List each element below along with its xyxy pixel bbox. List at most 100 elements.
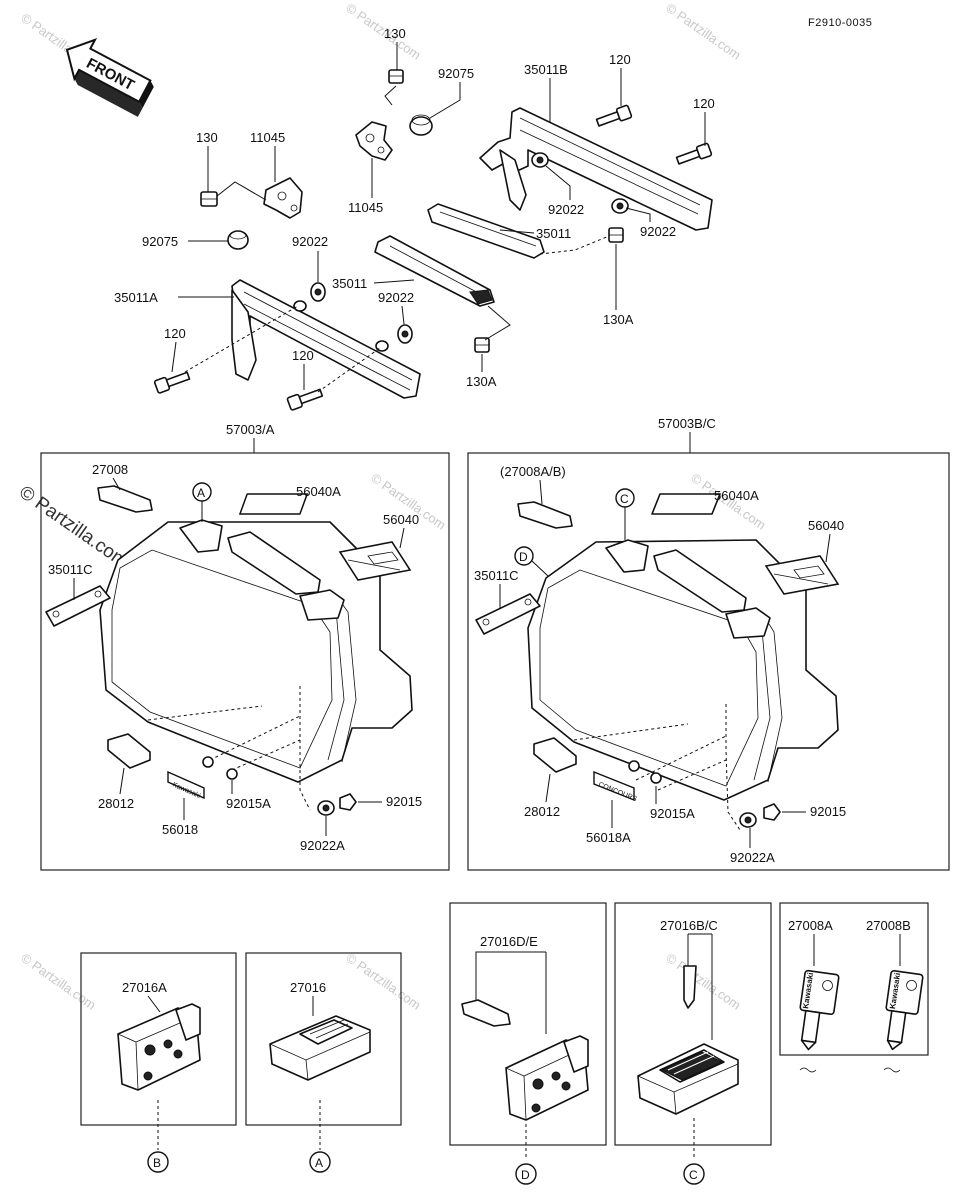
plate-35011-right — [427, 203, 545, 259]
label-27016de: 27016D/E — [480, 934, 538, 949]
label-56040a-right: 56040A — [714, 488, 759, 503]
watermark: © Partzilla.com — [663, 0, 743, 63]
label-92015-right: 92015 — [810, 804, 846, 819]
callout-d-text: D — [519, 550, 528, 564]
lock-27016a-panel: 27016A B — [80, 952, 237, 1173]
diagram-ref-code: F2910-0035 — [808, 17, 872, 29]
watermark: © Partzilla.com — [663, 950, 743, 1013]
bolt-130-left — [200, 191, 218, 207]
bracket-35011b-leg — [499, 149, 527, 211]
label-130a-right: 130A — [603, 312, 634, 327]
watermark: © Partzilla.com — [343, 950, 423, 1013]
label-35011b: 35011B — [524, 62, 568, 77]
label-35011c-right: 35011C — [474, 568, 519, 583]
label-28012-right: 28012 — [524, 804, 560, 819]
label-35011a: 35011A — [114, 290, 158, 305]
key-blank-27016de — [461, 999, 511, 1027]
key-27008a: Kawasaki — [799, 969, 840, 1051]
reflector-28012-left — [107, 733, 151, 769]
nut-92015a-left — [202, 756, 238, 780]
label-92075-left: 92075 — [142, 234, 178, 249]
label-92015-left: 92015 — [386, 794, 422, 809]
label-92075-top: 92075 — [438, 66, 474, 81]
label-120-top-b: 120 — [693, 96, 715, 111]
nut-92015a-right — [628, 760, 662, 784]
bolt-120-top-a — [595, 104, 633, 127]
callout-a-text: A — [197, 486, 205, 500]
callout-d-bottom-text: D — [521, 1168, 530, 1182]
washer-92022-l2 — [397, 324, 413, 344]
label-28012-left: 28012 — [98, 796, 134, 811]
label-56018a: 56018A — [586, 830, 631, 845]
callout-c-bottom: C — [683, 1163, 705, 1185]
decal-56040a-left — [239, 493, 309, 515]
label-35011-right: 35011 — [536, 226, 571, 241]
label-56018: 56018 — [162, 822, 198, 837]
bracket-35011a-leg — [231, 289, 257, 381]
key-blank-27008 — [97, 485, 153, 513]
saddlebag-left — [99, 521, 413, 783]
label-27008ab: (27008A/B) — [500, 464, 566, 479]
saddlebag-left-panel: 57003/A Kawasa — [40, 422, 450, 871]
watermark: © Partzilla.com — [18, 950, 98, 1013]
lock-27016a — [117, 1007, 201, 1091]
callout-b-text: B — [153, 1156, 161, 1170]
label-27016bc: 27016B/C — [660, 918, 718, 933]
label-57003bc: 57003B/C — [658, 416, 716, 431]
callout-c-text: C — [620, 492, 629, 506]
callout-d-right: D — [514, 546, 549, 577]
bolt-130a-right — [608, 227, 624, 243]
label-120-top-a: 120 — [609, 52, 631, 67]
label-27016: 27016 — [290, 980, 326, 995]
label-120-bottom-b: 120 — [292, 348, 314, 363]
label-92022-l1: 92022 — [292, 234, 328, 249]
top-labels: 130 92075 35011B 120 120 130 11045 11045… — [114, 26, 715, 390]
key-27008b: Kawasaki — [885, 970, 924, 1051]
label-57003a: 57003/A — [226, 422, 275, 437]
plate-35011c-left — [45, 585, 111, 627]
callout-a-bottom: A — [309, 1151, 331, 1173]
label-92022-r1: 92022 — [548, 202, 584, 217]
decal-56040a-right — [651, 493, 721, 515]
label-92015a-right: 92015A — [650, 806, 695, 821]
callout-b: B — [147, 1151, 169, 1173]
nut-92015-right — [763, 803, 781, 821]
lock-27016de — [505, 1039, 589, 1121]
label-35011c-left: 35011C — [48, 562, 93, 577]
washer-92022a-left — [317, 800, 335, 816]
key-blank-27008ab — [517, 501, 573, 529]
washer-92022-r2 — [611, 198, 629, 214]
saddlebag-right-panel: 57003B/C CONCOURS — [467, 416, 950, 871]
callout-c-bottom-text: C — [689, 1168, 698, 1182]
bolt-130a-bottom — [474, 337, 490, 353]
decal-56040-right — [764, 555, 840, 595]
washer-92022-r1 — [531, 152, 549, 168]
label-35011-left: 35011 — [332, 276, 367, 291]
label-27008b: 27008B — [866, 918, 911, 933]
bolt-120-bottom-a — [153, 371, 191, 394]
callout-a-bottom-text: A — [315, 1156, 323, 1170]
decal-56018-left: Kawasaki — [167, 770, 205, 800]
label-27008a: 27008A — [788, 918, 833, 933]
plate-35011c-right — [475, 593, 541, 635]
bracket-11045-left — [263, 177, 303, 219]
nut-92015-left — [339, 793, 357, 811]
saddlebag-right — [527, 539, 839, 801]
callout-d-bottom: D — [515, 1163, 537, 1185]
decal-56018a: CONCOURS — [593, 770, 638, 803]
bracket-11045-mid — [355, 121, 393, 161]
bracket-assembly — [153, 69, 713, 411]
reflector-28012-right — [533, 737, 577, 773]
decal-56040-left — [338, 541, 412, 581]
label-120-bottom-a: 120 — [164, 326, 186, 341]
label-130-left: 130 — [196, 130, 218, 145]
label-92022-r2: 92022 — [640, 224, 676, 239]
label-130a-bottom: 130A — [466, 374, 497, 389]
frame-right — [467, 452, 950, 871]
washer-92022-l1 — [310, 282, 326, 302]
grommet-92075-top — [409, 114, 433, 136]
label-92022-l2: 92022 — [378, 290, 414, 305]
label-56040-right: 56040 — [808, 518, 844, 533]
label-130-top: 130 — [384, 26, 406, 41]
